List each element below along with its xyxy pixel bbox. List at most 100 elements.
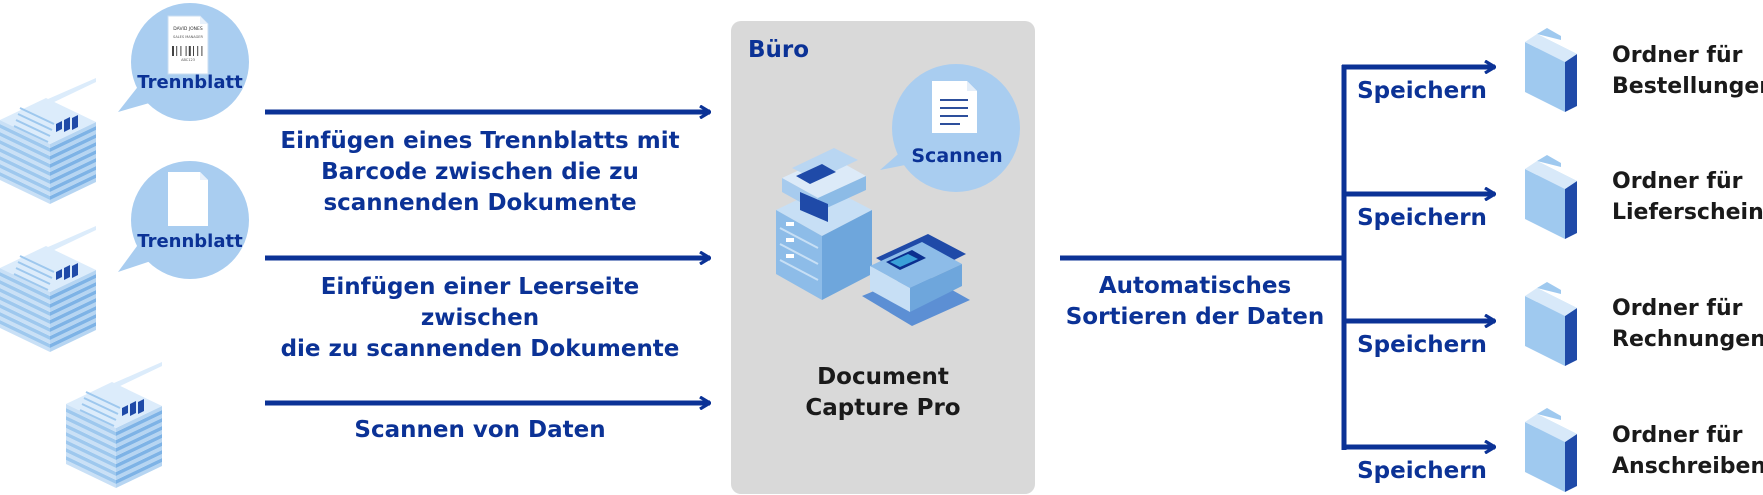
sheet-edge-left bbox=[0, 300, 50, 328]
sheet-edge-left bbox=[0, 152, 50, 180]
sheet-edge-right bbox=[50, 270, 96, 296]
flow-label-3: Scannen von Daten bbox=[354, 417, 606, 443]
folder-tab bbox=[1537, 28, 1561, 40]
sheet-edge-right bbox=[50, 174, 96, 200]
chart-bar bbox=[56, 269, 62, 280]
sheet-edge-left bbox=[66, 456, 116, 484]
sheet-edge-left bbox=[0, 140, 50, 168]
barcode-bar bbox=[176, 46, 178, 56]
chart-bar bbox=[138, 399, 144, 414]
sheet-edge-left bbox=[0, 272, 50, 300]
sheet-edge-left bbox=[0, 280, 50, 308]
folder-tab bbox=[1537, 282, 1561, 294]
sheet-edge-right bbox=[50, 306, 96, 332]
separator-bubble-2 bbox=[118, 161, 249, 279]
sheet-edge-right bbox=[50, 314, 96, 340]
document-icon bbox=[932, 81, 977, 133]
flow-label-1: Einfügen eines Trennblatts mit Barcode z… bbox=[280, 128, 680, 216]
scanner-icon bbox=[862, 234, 970, 326]
sheet-edge-left bbox=[66, 460, 116, 488]
folder-spine bbox=[1565, 54, 1577, 112]
sheet-edge-left bbox=[66, 448, 116, 476]
text-line bbox=[85, 391, 121, 409]
folder-tab bbox=[1537, 155, 1561, 167]
folder-tab bbox=[1537, 408, 1561, 420]
sheet-edge-right bbox=[116, 422, 162, 448]
sheet-edge-left bbox=[0, 120, 50, 148]
sheet-edge-right bbox=[50, 290, 96, 316]
folder-front bbox=[1525, 169, 1565, 239]
sheet-edge-left bbox=[0, 268, 50, 296]
barcode-code: ABC123 bbox=[181, 58, 195, 62]
sheet-edge-left bbox=[0, 176, 50, 204]
sheet-edge-left bbox=[66, 432, 116, 460]
blank-sheet-icon bbox=[168, 172, 208, 226]
sheet-edge-left bbox=[0, 164, 50, 192]
sheet-edge-left bbox=[0, 296, 50, 324]
save-label-3: Speichern bbox=[1357, 332, 1487, 358]
sheet-edge-left bbox=[0, 284, 50, 312]
sheet-edge-right bbox=[50, 146, 96, 172]
save-label-2: Speichern bbox=[1357, 205, 1487, 231]
sheet-edge-right bbox=[116, 406, 162, 432]
sheet-edge-right bbox=[50, 126, 96, 152]
sheet-edge-right bbox=[116, 414, 162, 440]
barcode-bar bbox=[201, 46, 203, 56]
save-label-4: Speichern bbox=[1357, 458, 1487, 484]
sheet-edge-left bbox=[0, 156, 50, 184]
separator-label-2: Trennblatt bbox=[137, 231, 243, 252]
folder-front bbox=[1525, 422, 1565, 492]
sheet-edge-left bbox=[0, 304, 50, 332]
document-stack-1 bbox=[0, 78, 96, 204]
scan-bubble bbox=[880, 64, 1020, 192]
sheet-edge-left bbox=[0, 172, 50, 200]
sheet-edge-right bbox=[50, 282, 96, 308]
barcode-title: SALES MANAGER bbox=[173, 35, 203, 39]
barcode-bar bbox=[185, 46, 187, 56]
sheet-edge-right bbox=[50, 142, 96, 168]
chart-bar bbox=[122, 405, 128, 416]
separator-bubble-1 bbox=[118, 3, 249, 121]
sheet-edge-right bbox=[50, 318, 96, 344]
text-line bbox=[79, 409, 115, 427]
sheet-edge-right bbox=[116, 450, 162, 476]
sheet-edge-left bbox=[0, 324, 50, 352]
sheet-edge-left bbox=[66, 408, 116, 436]
folder-top bbox=[1525, 34, 1577, 62]
software-name: Document Capture Pro bbox=[805, 364, 961, 421]
sheet-edge-right bbox=[116, 442, 162, 468]
sheet-edge-left bbox=[66, 444, 116, 472]
sheet-edge-right bbox=[116, 418, 162, 444]
folder-top bbox=[1525, 288, 1577, 316]
sheet-edge-right bbox=[50, 278, 96, 304]
flow-label-2: Einfügen einer Leerseite zwischen die zu… bbox=[280, 274, 680, 362]
sheet-edge-right bbox=[116, 462, 162, 488]
sheet-edge-right bbox=[116, 458, 162, 484]
sheet-edge-left bbox=[66, 436, 116, 464]
sheet-edge-left bbox=[0, 316, 50, 344]
chart-bar bbox=[72, 263, 78, 278]
sheet-edge-left bbox=[66, 404, 116, 432]
sheet-edge-left bbox=[66, 428, 116, 456]
text-line bbox=[19, 107, 55, 125]
text-line bbox=[17, 261, 53, 279]
text-line bbox=[15, 267, 51, 285]
sheet-edge-right bbox=[50, 302, 96, 328]
folder-icon bbox=[1525, 155, 1577, 239]
text-line bbox=[13, 125, 49, 143]
chart-bar bbox=[56, 121, 62, 132]
folder-label-3: Ordner für Rechnungen bbox=[1612, 296, 1763, 352]
folder-front bbox=[1525, 42, 1565, 112]
sheet-edge-right bbox=[50, 122, 96, 148]
sheet-edge-left bbox=[0, 128, 50, 156]
text-line bbox=[81, 403, 117, 421]
folder-spine bbox=[1565, 308, 1577, 366]
sheet-edge-left bbox=[0, 288, 50, 316]
sheet-edge-left bbox=[0, 308, 50, 336]
sheet-edge-right bbox=[116, 430, 162, 456]
folder-spine bbox=[1565, 181, 1577, 239]
barcode-bar bbox=[197, 46, 199, 56]
save-label-1: Speichern bbox=[1357, 78, 1487, 104]
chart-bar bbox=[130, 401, 136, 416]
